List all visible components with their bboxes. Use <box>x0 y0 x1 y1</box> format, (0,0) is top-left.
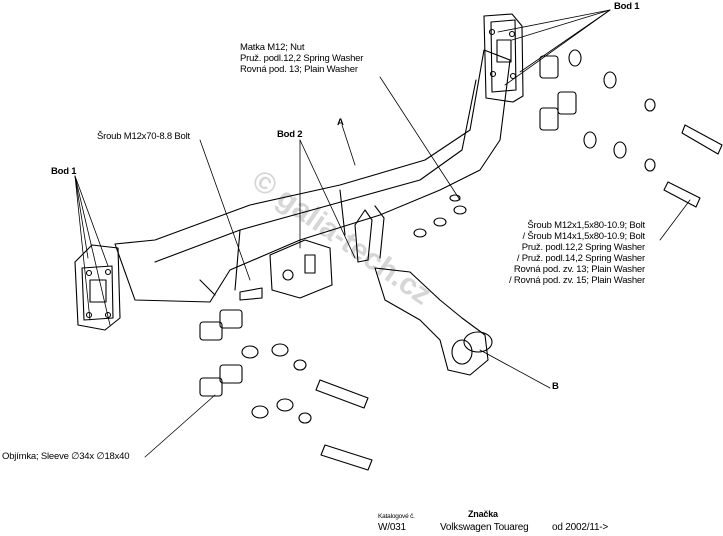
label-bod1-top: Bod 1 <box>614 1 640 12</box>
brand-label: Značka <box>468 509 498 519</box>
ball-arm <box>374 267 493 376</box>
left-hardware <box>199 287 373 471</box>
label-bod2: Bod 2 <box>277 129 303 140</box>
crossbar <box>114 49 511 303</box>
label-a: A <box>337 117 344 128</box>
catalog-label: Katalogové č. <box>378 513 415 520</box>
right-hardware <box>539 49 723 208</box>
label-bolt-right: Šroub M12x1,5x80-10.9; Bolt / Šroub M14x… <box>509 220 645 286</box>
label-nut: Matka M12; Nut Pruž. podl.12,2 Spring Wa… <box>240 42 364 75</box>
label-bolt-left: Šroub M12x70-8.8 Bolt <box>97 131 190 142</box>
watermark: © galia-tech.cz <box>246 164 437 312</box>
right-bracket <box>483 13 524 103</box>
mount-plate <box>269 205 385 299</box>
leader-lines <box>74 9 691 458</box>
label-sleeve: Objímka; Sleeve ∅34x ∅18x40 <box>2 451 130 462</box>
model-date: od 2002/11-> <box>552 522 609 533</box>
left-bracket <box>74 244 121 331</box>
label-bod1-left: Bod 1 <box>51 166 77 177</box>
brand-name: Volkswagen Touareg <box>440 522 529 533</box>
nuts <box>413 194 467 238</box>
catalog-number: W/031 <box>378 522 406 533</box>
label-b: B <box>552 381 559 392</box>
